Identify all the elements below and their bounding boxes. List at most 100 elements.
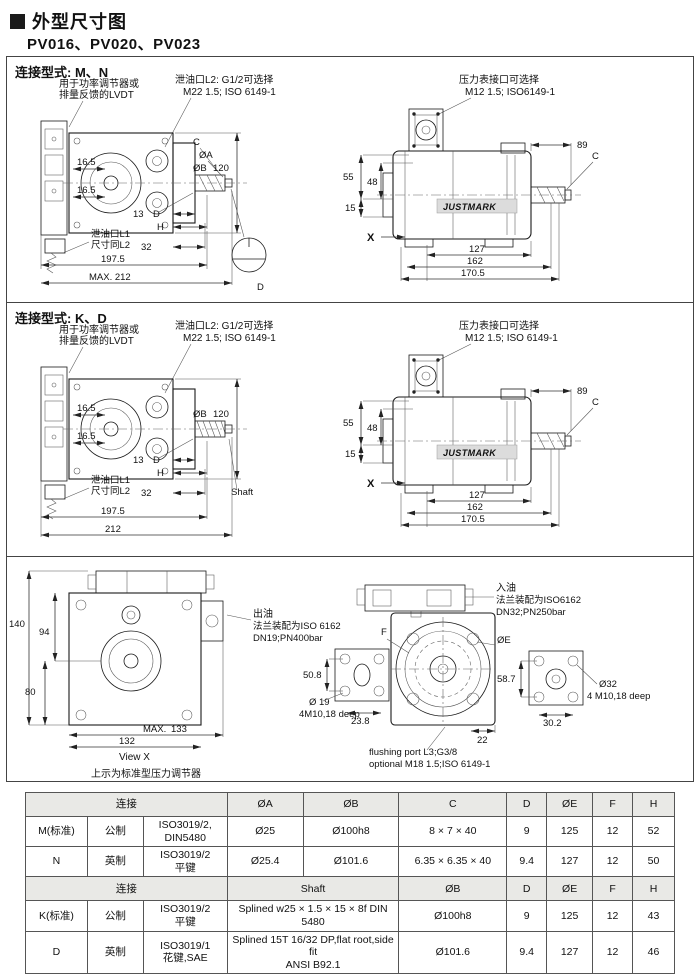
dim-h: H [157,222,164,233]
table-cell: 50 [632,846,675,878]
kd-diagrams: 用于功率调节器或 排量反馈的LVDT 泄油口L2: G1/2可选择 M22 1.… [40,319,599,538]
dim-58-7: 58.7 [497,674,516,685]
section-kd: 连接型式: K、D 用于功率调节器或 排量反馈的LVDT 泄油口L2: G1/2… [7,303,693,557]
shaft-end-view-drawing: 入油 法兰装配为ISO6162 DN32;PN250bar F ØE 50.8 … [299,581,650,770]
table-header-cell: D [506,792,548,817]
standard-regulator-caption: 上示为标准型压力调节器 [91,767,201,780]
dim-o19-note: 4M10,18 deep [299,709,360,720]
table-cell: Ø100h8 [398,900,508,932]
table-cell: ISO3019/1 花键,SAE [142,930,228,974]
drain-l1-note-line2: 尺寸同L2 [91,239,130,251]
dim-89: 89 [577,140,588,151]
dim-120: 120 [213,163,229,174]
table-cell: 英制 [86,846,144,878]
table-cell: 6.35 × 6.35 × 40 [398,846,508,878]
kd-left-drawing: 用于功率调节器或 排量反馈的LVDT 泄油口L2: G1/2可选择 M22 1.… [40,319,276,538]
dim-f: F [381,627,387,638]
dim-32: 32 [141,242,152,253]
table-cell: 125 [546,900,594,932]
dim-16-5-bottom: 16.5 [77,185,96,196]
dim-23-8: 23.8 [351,716,370,727]
dim-48: 48 [367,177,378,188]
dim-50-8: 50.8 [303,670,322,681]
section-mn-label: 连接型式: M、N [15,65,109,80]
dim-13: 13 [133,455,144,466]
dim-48: 48 [367,423,378,434]
gauge-note-line1: 压力表接口可选择 [459,73,539,86]
page-header: 外型尺寸图 [10,8,127,34]
dim-oe: ØE [497,635,511,646]
table-cell: 43 [632,900,675,932]
dim-32: 32 [141,488,152,499]
table-cell: 公制 [86,900,144,932]
table-row: K(标准) 公制 ISO3019/2 平键 Splined w25 × 1.5 … [25,900,675,932]
table-cell: ISO3019/2 平键 [142,900,228,932]
model-list: PV016、PV020、PV023 [27,36,201,53]
dim-94: 94 [39,627,50,638]
dim-max-label: MAX. [143,724,166,735]
table-cell: 9.4 [506,930,548,974]
table-cell: 127 [546,846,594,878]
dim-140: 140 [9,619,25,630]
table-header-cell: D [506,876,548,902]
table-cell: 12 [592,815,633,848]
drain-l1-note-line1: 泄油口L1 [91,228,130,240]
dim-197-5: 197.5 [101,254,125,265]
table-cell: ISO3019/2, DIN5480 [142,815,228,848]
table-header-cell: H [632,792,675,817]
table-cell: Ø25 [226,815,304,848]
lvdt-note-line1: 用于功率调节器或 [59,77,139,90]
brand-logo: JUSTMARK [443,202,497,212]
lvdt-note-line2: 排量反馈的LVDT [59,88,134,101]
table-header-cell: 连接 [25,876,228,902]
dim-15: 15 [345,449,356,460]
dim-max-212: MAX. 212 [89,272,131,283]
lvdt-note-line2: 排量反馈的LVDT [59,334,134,347]
table-row: M(标准) 公制 ISO3019/2, DIN5480 Ø25 Ø100h8 8… [25,815,675,848]
dim-170-5: 170.5 [461,268,485,279]
dim-133: 133 [171,724,187,735]
dim-120: 120 [213,409,229,420]
dim-o19: Ø 19 [309,697,330,708]
mn-right-drawing: 压力表接口可选择 M12 1.5; ISO6149-1 JUSTMARK [343,73,599,282]
view-x-arrow-label: X [367,232,375,244]
outlet-note: 出油 法兰装配为ISO 6162 DN19;PN400bar [226,607,341,644]
table-cell: 12 [592,930,633,974]
table-cell: ISO3019/2 平键 [142,846,228,878]
table-cell: 52 [632,815,675,848]
drain-l1-note-line1: 泄油口L1 [91,474,130,486]
table-cell: Splined w25 × 1.5 × 15 × 8f DIN 5480 [226,900,400,932]
dim-16-5-bottom: 16.5 [77,431,96,442]
drain-l2-note-line1: 泄油口L2: G1/2可选择 [175,319,273,332]
table-header-row-2: 连接 Shaft ØB D ØE F H [25,876,675,902]
mn-left-drawing: 用于功率调节器或 排量反馈的LVDT 泄油口L2: G1/2可选择 M22 1.… [40,73,276,293]
dim-55: 55 [343,418,354,429]
table-cell: Ø100h8 [302,815,400,848]
table-cell: M(标准) [25,815,88,848]
table-cell: K(标准) [25,900,88,932]
dim-127: 127 [469,244,485,255]
dim-16-5-top: 16.5 [77,403,96,414]
drain-l2-note-line2: M22 1.5; ISO 6149-1 [183,87,276,98]
view-x-arrow-label: X [367,478,375,490]
dim-170-5: 170.5 [461,514,485,525]
dim-13: 13 [133,209,144,220]
table-header-cell: Shaft [226,876,400,902]
inlet-label: 入油 [496,581,516,594]
page-title: 外型尺寸图 [32,12,127,32]
dim-212: 212 [105,524,121,535]
table-cell: Ø101.6 [302,846,400,878]
dim-c-shaft: C [592,397,599,408]
table-cell: 127 [546,930,594,974]
dim-89: 89 [577,386,588,397]
table-row: N 英制 ISO3019/2 平键 Ø25.4 Ø101.6 6.35 × 6.… [25,846,675,878]
dim-c-shaft: C [592,151,599,162]
table-cell: 8 × 7 × 40 [398,815,508,848]
table-cell: D [25,930,88,974]
lvdt-note-line1: 用于功率调节器或 [59,323,139,336]
drain-l1-note-line2: 尺寸同L2 [91,485,130,497]
dim-162: 162 [467,256,483,267]
dim-80: 80 [25,687,36,698]
outlet-pressure-spec: DN19;PN400bar [253,633,323,644]
table-header-cell: F [592,792,633,817]
